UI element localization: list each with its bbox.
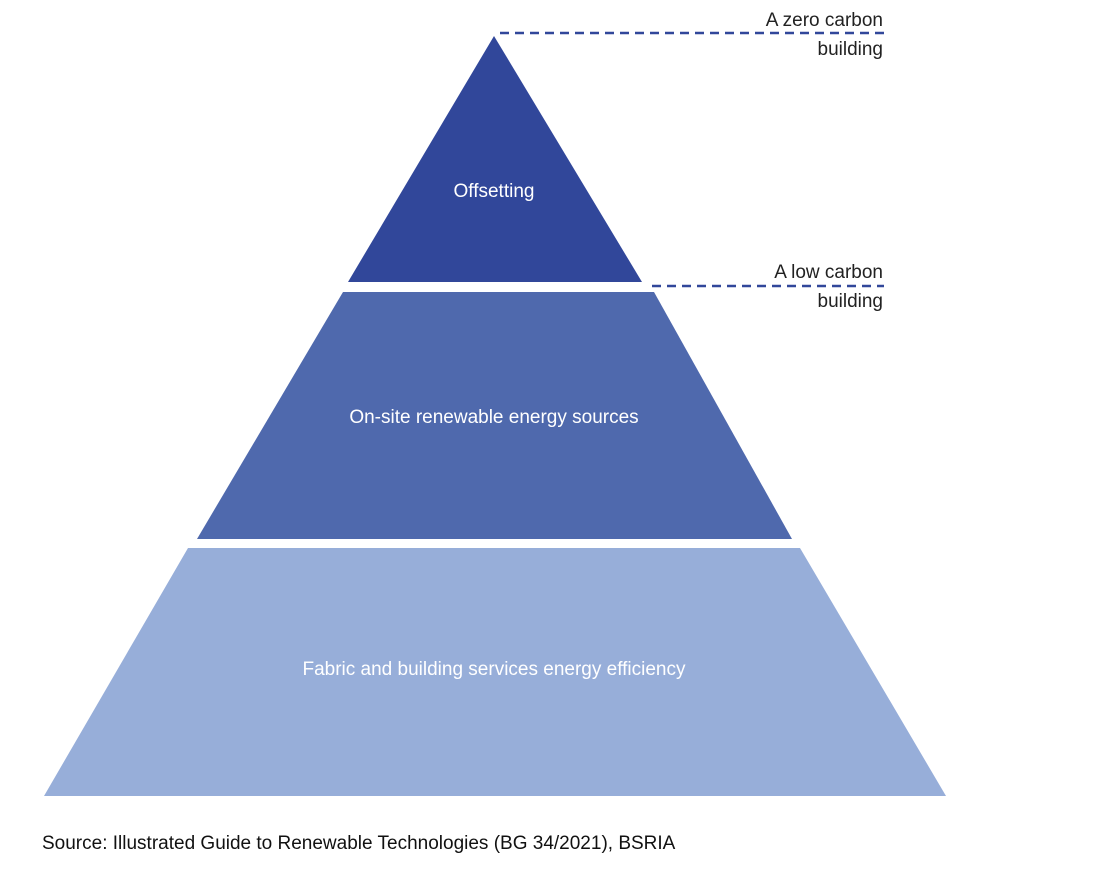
zero-carbon-label-line1: A zero carbon bbox=[766, 10, 883, 31]
pyramid-tier-top bbox=[348, 36, 642, 282]
low-carbon-label-line1: A low carbon bbox=[774, 262, 883, 283]
zero-carbon-label-line2: building bbox=[818, 39, 884, 60]
pyramid-tier-bottom bbox=[44, 548, 946, 796]
tier-label-renewables: On-site renewable energy sources bbox=[349, 407, 638, 428]
pyramid-tier-middle bbox=[197, 292, 792, 539]
source-caption: Source: Illustrated Guide to Renewable T… bbox=[42, 833, 676, 854]
tier-label-offsetting: Offsetting bbox=[454, 181, 535, 202]
low-carbon-label-line2: building bbox=[818, 291, 884, 312]
tier-label-efficiency: Fabric and building services energy effi… bbox=[302, 659, 686, 680]
